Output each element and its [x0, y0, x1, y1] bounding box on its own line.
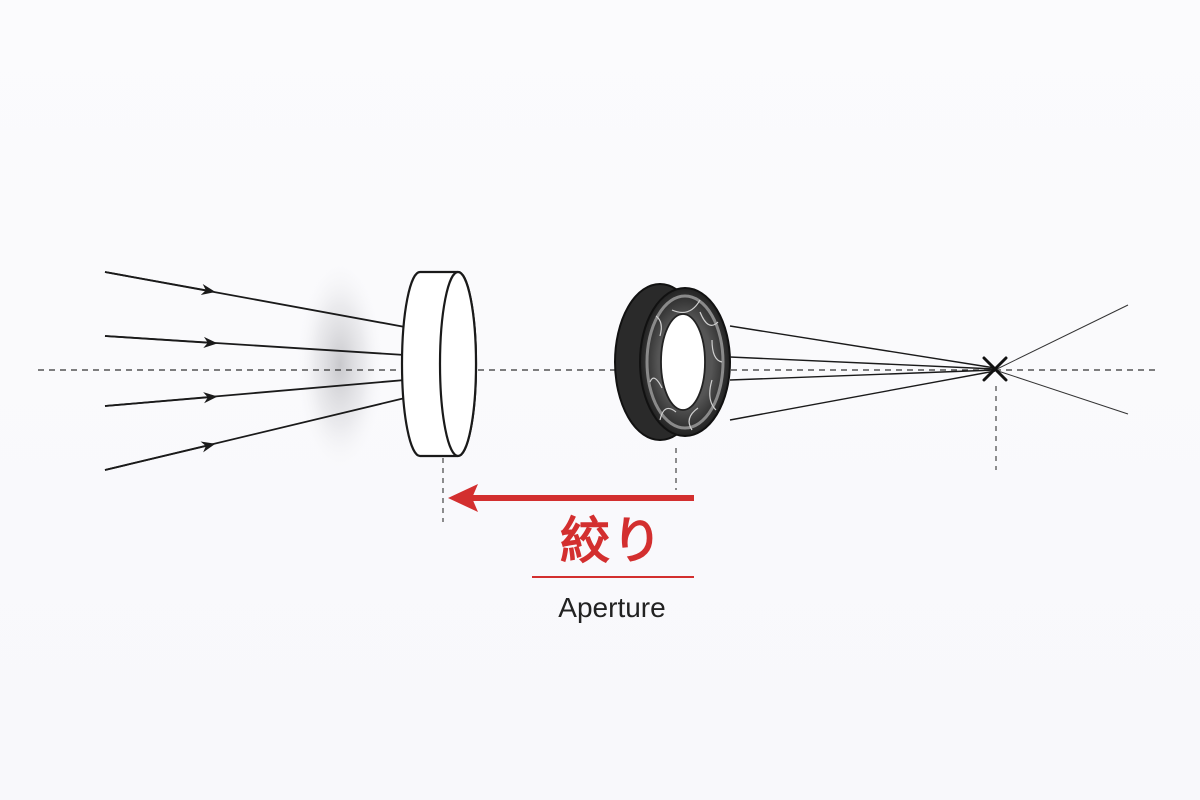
focal-point-cross-icon: [982, 356, 1008, 382]
conv-ray-4: [729, 370, 996, 421]
conv-ray-2: [729, 356, 996, 370]
arrow-left-icon: [448, 484, 478, 512]
aperture-ring-rim: [645, 294, 725, 430]
diverging-rays: [994, 304, 1129, 415]
convex-lens: [400, 270, 478, 458]
lens-blur-shadow: [295, 255, 385, 475]
incoming-rays: [104, 271, 406, 471]
aperture-label-english: Aperture: [558, 592, 666, 623]
ray-2-arrow: [104, 335, 218, 349]
conv-ray-3: [729, 369, 996, 381]
lens-front-face: [438, 270, 478, 458]
aperture-label-japanese: 絞り: [560, 512, 664, 570]
ray-3-arrow: [104, 392, 218, 407]
conv-ray-1: [729, 325, 996, 369]
reference-drop-lines: [442, 386, 997, 522]
aperture-opening: [660, 313, 706, 411]
converging-rays: [729, 325, 996, 421]
aperture-ring: [614, 283, 731, 441]
ray-4-arrow: [104, 441, 216, 471]
aperture-blades: [649, 299, 723, 431]
ray-1-arrow: [104, 271, 216, 296]
aperture-move-arrow: [448, 484, 694, 512]
